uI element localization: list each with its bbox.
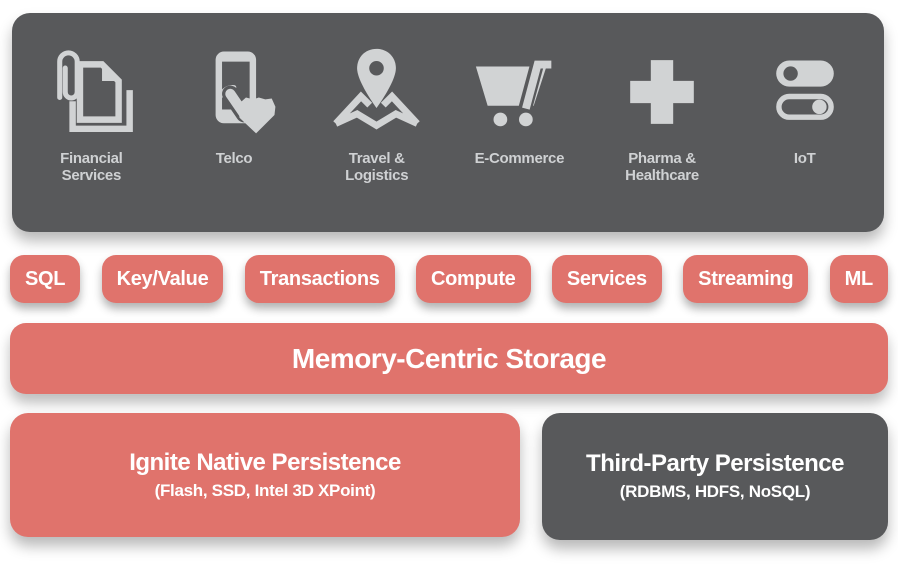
pill-sql: SQL: [10, 255, 81, 303]
industry-financial-services: Financial Services: [20, 43, 163, 232]
industry-label: Pharma & Healthcare: [625, 150, 699, 184]
pill-compute: Compute: [415, 255, 531, 303]
ignite-native-persistence-box: Ignite Native Persistence (Flash, SSD, I…: [10, 413, 520, 537]
industry-label: IoT: [793, 150, 816, 167]
industry-telco: Telco: [163, 43, 306, 232]
medical-cross-icon: [619, 43, 705, 141]
pill-services: Services: [551, 255, 662, 303]
industries-band: Financial Services Telco: [12, 13, 884, 232]
smartphone-tap-icon: [188, 43, 280, 141]
third-party-persistence-subtitle: (RDBMS, HDFS, NoSQL): [619, 482, 811, 501]
memory-centric-storage-label: Memory-Centric Storage: [291, 342, 607, 374]
third-party-persistence-title: Third-Party Persistence: [586, 450, 844, 477]
industry-label: E-Commerce: [474, 150, 565, 167]
pill-key-value: Key/Value: [101, 255, 224, 303]
industry-label: Telco: [215, 150, 253, 167]
shopping-cart-icon: [470, 43, 568, 141]
industry-label: Financial Services: [60, 150, 123, 184]
industry-pharma-healthcare: Pharma & Healthcare: [591, 43, 734, 232]
memory-centric-storage-bar: Memory-Centric Storage: [10, 323, 888, 394]
feature-pills-row: SQL Key/Value Transactions Compute Servi…: [10, 255, 888, 303]
industry-travel-logistics: Travel & Logistics: [305, 43, 448, 232]
industry-ecommerce: E-Commerce: [448, 43, 591, 232]
native-persistence-title: Ignite Native Persistence: [129, 448, 401, 476]
native-persistence-subtitle: (Flash, SSD, Intel 3D XPoint): [154, 480, 376, 500]
iot-toggle-switches-icon: [760, 43, 850, 141]
third-party-persistence-box: Third-Party Persistence (RDBMS, HDFS, No…: [542, 413, 888, 540]
industry-label: Travel & Logistics: [345, 150, 409, 184]
pill-transactions: Transactions: [244, 255, 395, 303]
pill-streaming: Streaming: [683, 255, 809, 303]
pill-ml: ML: [829, 255, 888, 303]
paperclip-documents-icon: [45, 43, 137, 141]
industry-iot: IoT: [733, 43, 876, 232]
map-location-pin-icon: [328, 43, 425, 141]
